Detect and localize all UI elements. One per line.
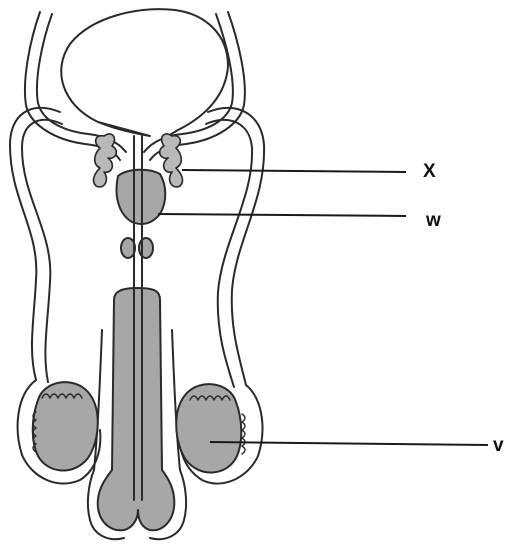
- urinary-bladder: [61, 9, 228, 136]
- leader-line-w: [158, 214, 406, 216]
- cowpers-gland-left: [121, 238, 135, 258]
- label-w: w: [426, 211, 441, 230]
- label-v: v: [493, 436, 504, 455]
- prostate-gland: [117, 170, 166, 224]
- vas-deferens-left-loop: [10, 108, 60, 380]
- vas-deferens-left-inner: [37, 14, 126, 152]
- penis-shaft: [98, 288, 175, 530]
- vas-deferens-right-loop-inner: [206, 120, 252, 387]
- leader-line-v: [210, 442, 488, 445]
- seminal-vesicle-left: [93, 134, 116, 187]
- leader-line-x: [182, 170, 406, 172]
- label-x: X: [423, 162, 436, 181]
- testis-right: [176, 384, 241, 472]
- vas-deferens-left-loop-inner: [22, 120, 62, 382]
- vas-deferens-right-loop: [208, 108, 264, 385]
